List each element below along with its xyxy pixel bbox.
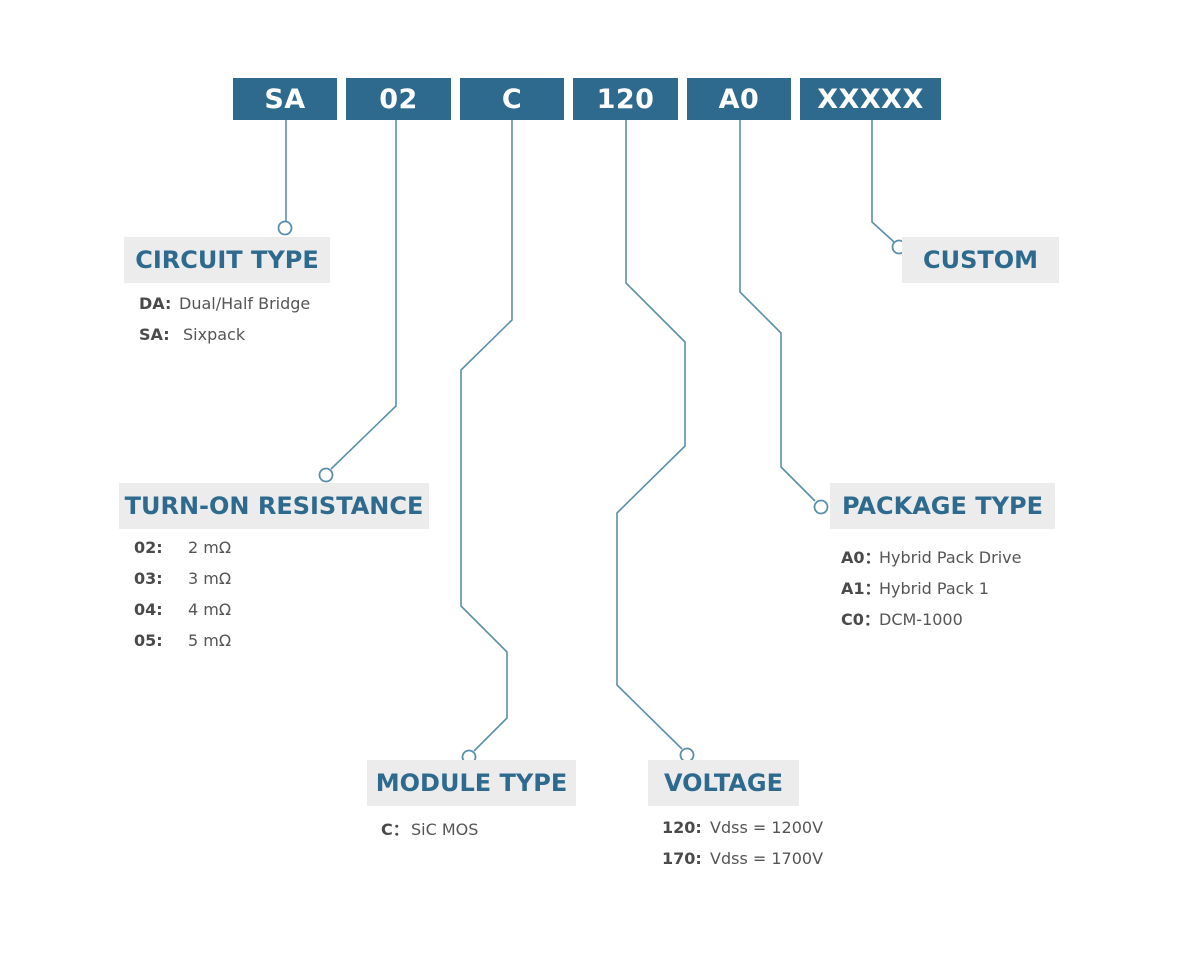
item-key: 170: (662, 849, 702, 868)
list-item: 04: 4 mΩ (134, 600, 231, 631)
connector-voltage (616, 120, 686, 750)
code-segment-circuit: SA (233, 78, 337, 120)
item-value: Vdss = 1200V (710, 818, 824, 837)
item-value: Sixpack (183, 325, 246, 344)
connector-turn-on-resistance (330, 120, 397, 470)
list-item: DA: Dual/Half Bridge (139, 294, 310, 325)
list-item: 03: 3 mΩ (134, 569, 231, 600)
list-package-type: A0： Hybrid Pack Drive A1： Hybrid Pack 1 … (841, 544, 1021, 637)
list-item: SA: Sixpack (139, 325, 310, 356)
connector-custom (871, 120, 895, 243)
item-key: 03: (134, 569, 163, 588)
item-key: 02: (134, 538, 163, 557)
item-key: C0： (841, 610, 880, 629)
list-item: 170: Vdss = 1700V (662, 849, 823, 880)
code-segment-package: A0 (687, 78, 791, 120)
list-item: A0： Hybrid Pack Drive (841, 544, 1021, 575)
item-key: DA: (139, 294, 172, 313)
item-key: C： (381, 820, 409, 839)
connector-dot-turn-on-resistance (318, 467, 334, 483)
section-title-custom: CUSTOM (902, 237, 1059, 283)
item-key: SA: (139, 325, 170, 344)
connector-dot-package-type (813, 499, 829, 515)
list-item: 02: 2 mΩ (134, 538, 231, 569)
section-title-package-type: PACKAGE TYPE (830, 483, 1055, 529)
item-value: SiC MOS (411, 820, 479, 839)
item-key: 120: (662, 818, 702, 837)
list-item: 120: Vdss = 1200V (662, 818, 823, 849)
list-voltage: 120: Vdss = 1200V 170: Vdss = 1700V (662, 818, 823, 880)
section-title-module-type: MODULE TYPE (367, 760, 576, 806)
code-segment-custom: XXXXX (800, 78, 941, 120)
connector-package-type (739, 120, 816, 502)
item-key: 04: (134, 600, 163, 619)
item-value: 3 mΩ (188, 569, 232, 588)
list-turn-on-resistance: 02: 2 mΩ 03: 3 mΩ 04: 4 mΩ 05: 5 mΩ (134, 538, 231, 662)
section-title-voltage: VOLTAGE (648, 760, 799, 806)
item-value: Vdss = 1700V (710, 849, 824, 868)
connector-dot-circuit-type (277, 220, 293, 236)
item-value: Dual/Half Bridge (179, 294, 311, 313)
item-key: A0： (841, 548, 881, 567)
list-item: C0： DCM-1000 (841, 606, 1021, 637)
item-value: 4 mΩ (188, 600, 232, 619)
code-segment-resistance: 02 (346, 78, 451, 120)
section-title-turn-on-resistance: TURN-ON RESISTANCE (119, 483, 429, 529)
list-item: C： SiC MOS (381, 816, 478, 847)
item-value: 5 mΩ (188, 631, 232, 650)
code-segment-voltage: 120 (573, 78, 678, 120)
item-value: Hybrid Pack 1 (879, 579, 989, 598)
item-key: 05: (134, 631, 163, 650)
item-key: A1： (841, 579, 881, 598)
item-value: 2 mΩ (188, 538, 232, 557)
connector-module-type (460, 120, 513, 752)
item-value: DCM-1000 (879, 610, 963, 629)
list-module-type: C： SiC MOS (381, 816, 478, 847)
item-value: Hybrid Pack Drive (879, 548, 1022, 567)
list-item: 05: 5 mΩ (134, 631, 231, 662)
list-circuit-type: DA: Dual/Half Bridge SA: Sixpack (139, 294, 310, 356)
section-title-circuit-type: CIRCUIT TYPE (124, 237, 330, 283)
list-item: A1： Hybrid Pack 1 (841, 575, 1021, 606)
code-segment-module: C (460, 78, 564, 120)
